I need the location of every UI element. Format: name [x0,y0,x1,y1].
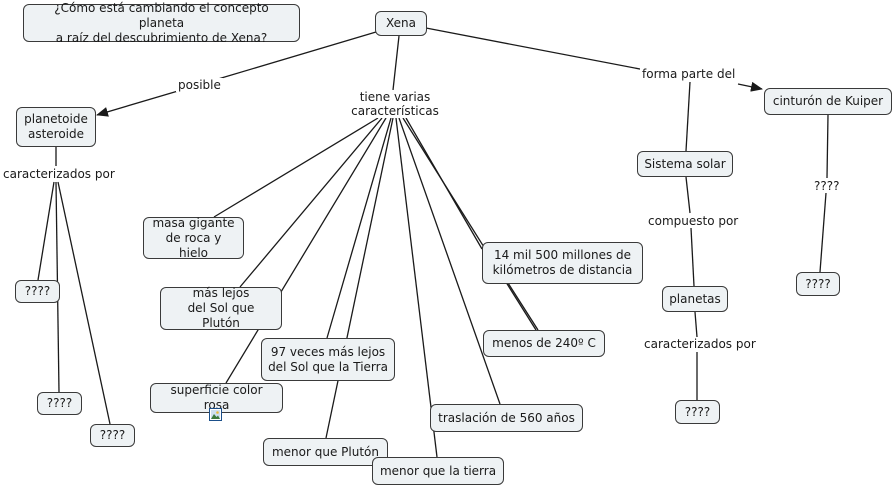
link-tiene-menortierra [395,117,438,458]
link-tiene-masa [213,117,379,218]
label-tiene-varias: tiene varias características [349,90,441,118]
node-menor-tierra[interactable]: menor que la tierra [372,457,504,485]
node-planetoide-asteroide[interactable]: planetoide asteroide [16,107,96,147]
link-cinturon-qmid [826,114,829,179]
link-planetas-caract [694,311,698,338]
link-xena-posible [217,31,377,80]
link-forma-cinturon [737,81,763,92]
node-menor-pluton[interactable]: menor que Plutón [263,438,388,466]
node-planetas[interactable]: planetas [662,286,728,312]
label-forma-parte: forma parte del [640,67,738,81]
node-cinturon-kuiper[interactable]: cinturón de Kuiper [764,88,892,115]
node-superficie-rosa[interactable]: superficie color rosa [150,383,283,413]
link-tiene-maslejos [239,117,383,288]
node-sistema-solar[interactable]: Sistema solar [637,151,733,177]
link-xena-forma [425,27,646,71]
link-tiene-traslacion [398,117,501,405]
link-tiene-menorpluton [325,117,394,439]
node-mas-lejos-pluton[interactable]: más lejos del Sol que Plutón [160,286,282,330]
link-forma-sistema [685,81,691,152]
link-tiene-menos240 [402,117,537,331]
link-posible-planetoide [96,90,179,117]
link-xena-tiene [392,35,400,91]
link-sistema-compuesto [685,176,691,214]
link-tiene-14mil [405,117,483,250]
node-masa-gigante[interactable]: masa gigante de roca y hielo [143,216,244,260]
link-caract-q3 [57,181,111,425]
link-caract-q1 [37,181,55,281]
image-icon[interactable] [209,408,222,421]
link-tiene-97veces [326,117,392,339]
node-xena[interactable]: Xena [375,11,427,36]
node-q-planetas[interactable]: ???? [675,400,720,424]
node-97-veces-lejos[interactable]: 97 veces más lejos del Sol que la Tierra [261,338,395,381]
label-caracterizados-left: caracterizados por [1,167,117,181]
node-q-kuiper[interactable]: ???? [796,272,840,296]
node-q-left-2[interactable]: ???? [37,392,82,415]
label-compuesto-por: compuesto por [646,214,741,228]
question-box: ¿Cómo está cambiando el concepto planeta… [23,1,300,45]
node-traslacion[interactable]: traslación de 560 años [430,404,583,432]
node-menos-240[interactable]: menos de 240º C [483,330,605,357]
node-q-left-1[interactable]: ???? [15,280,60,303]
link-qmid-qkuiper [819,192,827,273]
link-tiene-superficie [225,117,387,384]
link-14mil-menos240 [507,282,539,331]
label-caracterizados-right: caracterizados por [642,337,758,351]
link-compuesto-planetas [690,227,695,287]
node-q-left-3[interactable]: ???? [90,424,135,447]
label-q-mid: ???? [812,179,842,193]
label-posible: posible [176,78,223,92]
node-14-mil-500[interactable]: 14 mil 500 millones de kilómetros de dis… [482,242,643,284]
